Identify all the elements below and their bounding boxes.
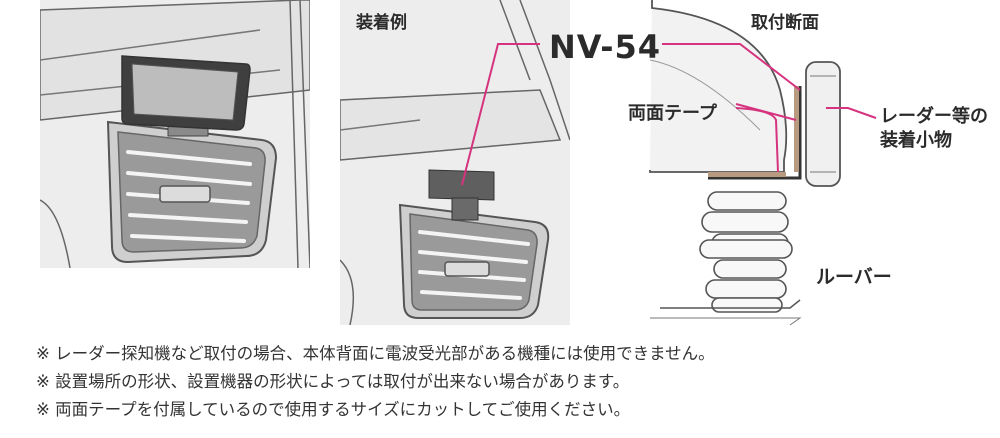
tape-bottom <box>708 172 786 177</box>
note-item: ※ 設置場所の形状、設置機器の形状によっては取付が出来ない場合があります。 <box>36 372 630 391</box>
leader-radar <box>826 107 877 119</box>
dashboard-middle-illustration <box>340 0 570 325</box>
leader-lines <box>461 43 877 186</box>
dashboard-left-illustration <box>40 0 310 268</box>
tape-label: 両面テープ <box>628 103 717 124</box>
radar-label-line2: 装着小物 <box>880 130 952 151</box>
leader-nv54-section <box>662 43 801 91</box>
leader-nv54-middle <box>461 43 540 186</box>
model-label: NV-54 <box>549 28 662 66</box>
louver-section <box>699 191 793 313</box>
nv54-plate <box>428 169 495 201</box>
leader-tape-2 <box>735 103 797 121</box>
example-title: 装着例 <box>356 13 407 33</box>
tape-vertical <box>794 86 799 172</box>
louver-label: ルーバー <box>816 266 892 288</box>
gadget-section <box>805 61 841 187</box>
note-item: ※ レーダー探知機など取付の場合、本体背面に電波受光部がある機種には使用できませ… <box>36 344 715 363</box>
note-item: ※ 両面テープを付属しているので使用するサイズにカットしてご使用ください。 <box>36 400 631 419</box>
section-title: 取付断面 <box>751 13 819 33</box>
l-bracket <box>708 86 802 180</box>
radar-label: レーダー等の 装着小物 <box>880 105 998 153</box>
notes-list: ※ レーダー探知機など取付の場合、本体背面に電波受光部がある機種には使用できませ… <box>36 340 715 424</box>
radar-label-line1: レーダー等の <box>880 106 988 127</box>
